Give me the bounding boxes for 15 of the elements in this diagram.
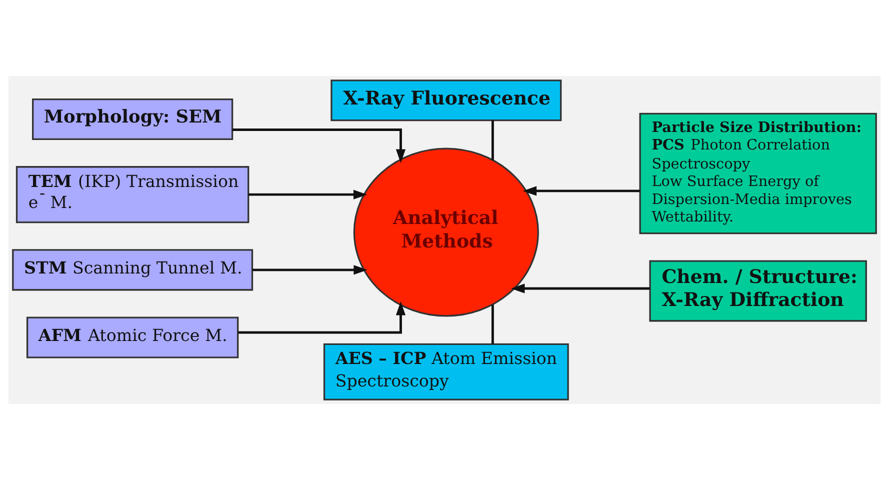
arrow (252, 265, 368, 275)
node-box: AFM Atomic Force M. (26, 316, 239, 358)
connector (491, 120, 494, 160)
arrow (232, 128, 406, 164)
connector (491, 304, 494, 344)
arrow (510, 284, 650, 294)
node-box: Morphology: SEM (32, 98, 234, 140)
node-box: STM Scanning Tunnel M. (12, 249, 254, 291)
arrow (522, 186, 640, 196)
arrow (248, 190, 368, 200)
arrow (238, 301, 406, 334)
node-box: AES – ICP Atom Emission Spectroscopy (323, 343, 569, 400)
node-box: Particle Size Distribution: PCS Photon Correlation Spectroscopy Low Surface Energy of Dispersion-Media improves Wettability. (639, 112, 877, 234)
node-box: X-Ray Fluorescence (330, 80, 562, 122)
node-box: Chem. / Structure: X-Ray Diffraction (649, 260, 867, 322)
